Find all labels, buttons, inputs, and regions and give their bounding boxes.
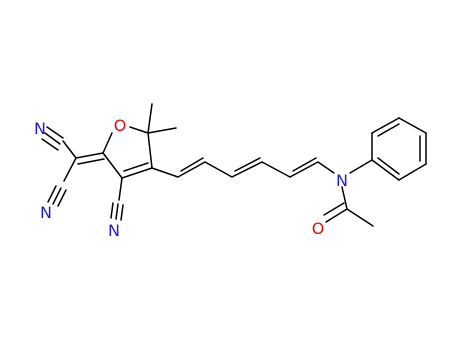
phenyl-ring: [371, 117, 427, 181]
dihydrofuran-ring: [102, 103, 177, 221]
bond-ring-c2-o: [102, 132, 113, 154]
bond-ring-o-c5: [129, 126, 149, 134]
bond-chain-2b: [180, 157, 204, 172]
bond-methyl-b: [147, 127, 177, 134]
bond-ph-5: [398, 163, 427, 181]
atom-label-nitrogen-amide: N: [336, 171, 348, 190]
bond-cyano-left-single: [63, 157, 77, 182]
bond-chain-4b: [234, 157, 261, 172]
bond-chain-6a: [289, 161, 319, 178]
bond-exocyclic-double-a: [75, 152, 104, 159]
bond-ring-c3-c2: [102, 152, 123, 179]
bond-carbonyl-methyl: [346, 208, 374, 227]
bond-chain-6b: [292, 157, 317, 172]
bond-carbonyl-double-a: [325, 208, 348, 223]
bond-cyano-left-triple-a: [52, 187, 62, 205]
bond-chain-5: [261, 161, 291, 178]
bond-ph-2: [371, 117, 400, 134]
bond-cyano-top-single: [62, 140, 77, 159]
bond-n-carbonyl: [341, 186, 348, 210]
atom-label-nitrogen-cyano-bottom: N: [108, 221, 120, 240]
bond-chain-4a: [231, 161, 263, 178]
acetamide-group: [323, 159, 374, 227]
bond-exocyclic-double-b: [77, 158, 105, 165]
atom-label-oxygen-carbonyl: O: [312, 219, 325, 238]
bond-cyano-left-triple-c: [57, 189, 67, 207]
bond-ph-6: [371, 159, 400, 181]
triene-chain: [151, 157, 335, 178]
bond-chain-3: [204, 161, 233, 178]
bond-ring-cyano-single: [118, 177, 123, 201]
bond-ph-inner-a: [377, 123, 400, 137]
bond-ring-cyano-triple-c: [120, 204, 124, 221]
bond-methyl-a: [147, 103, 153, 134]
atom-label-nitrogen-cyano-top: N: [34, 119, 46, 138]
bond-cyano-top-triple-b: [46, 126, 64, 139]
bond-chain-2a: [177, 161, 206, 178]
bond-carbonyl-double-b: [323, 202, 345, 216]
bond-ph-3: [398, 117, 427, 134]
bond-chain-1: [151, 167, 179, 178]
dicyanomethylene-group: [41, 126, 105, 207]
atom-label-oxygen-ring: O: [114, 116, 127, 135]
bond-chain-to-n: [317, 161, 335, 174]
bond-ring-cyano-triple-a: [115, 203, 119, 220]
bond-ring-c4-c3-a: [121, 167, 153, 179]
bond-ring-c5-c4: [147, 132, 153, 169]
bond-ring-c4-c3-b: [123, 162, 149, 172]
bond-ph-inner-c: [377, 157, 400, 175]
bond-ring-cyano-triple-b: [110, 202, 114, 219]
bond-n-phenyl: [349, 159, 373, 174]
atom-label-nitrogen-cyano-left: N: [40, 203, 52, 222]
bond-cyano-left-triple-b: [47, 185, 57, 203]
bond-cyano-top-triple-c: [41, 138, 59, 151]
bond-cyano-top-triple-a: [44, 132, 61, 145]
